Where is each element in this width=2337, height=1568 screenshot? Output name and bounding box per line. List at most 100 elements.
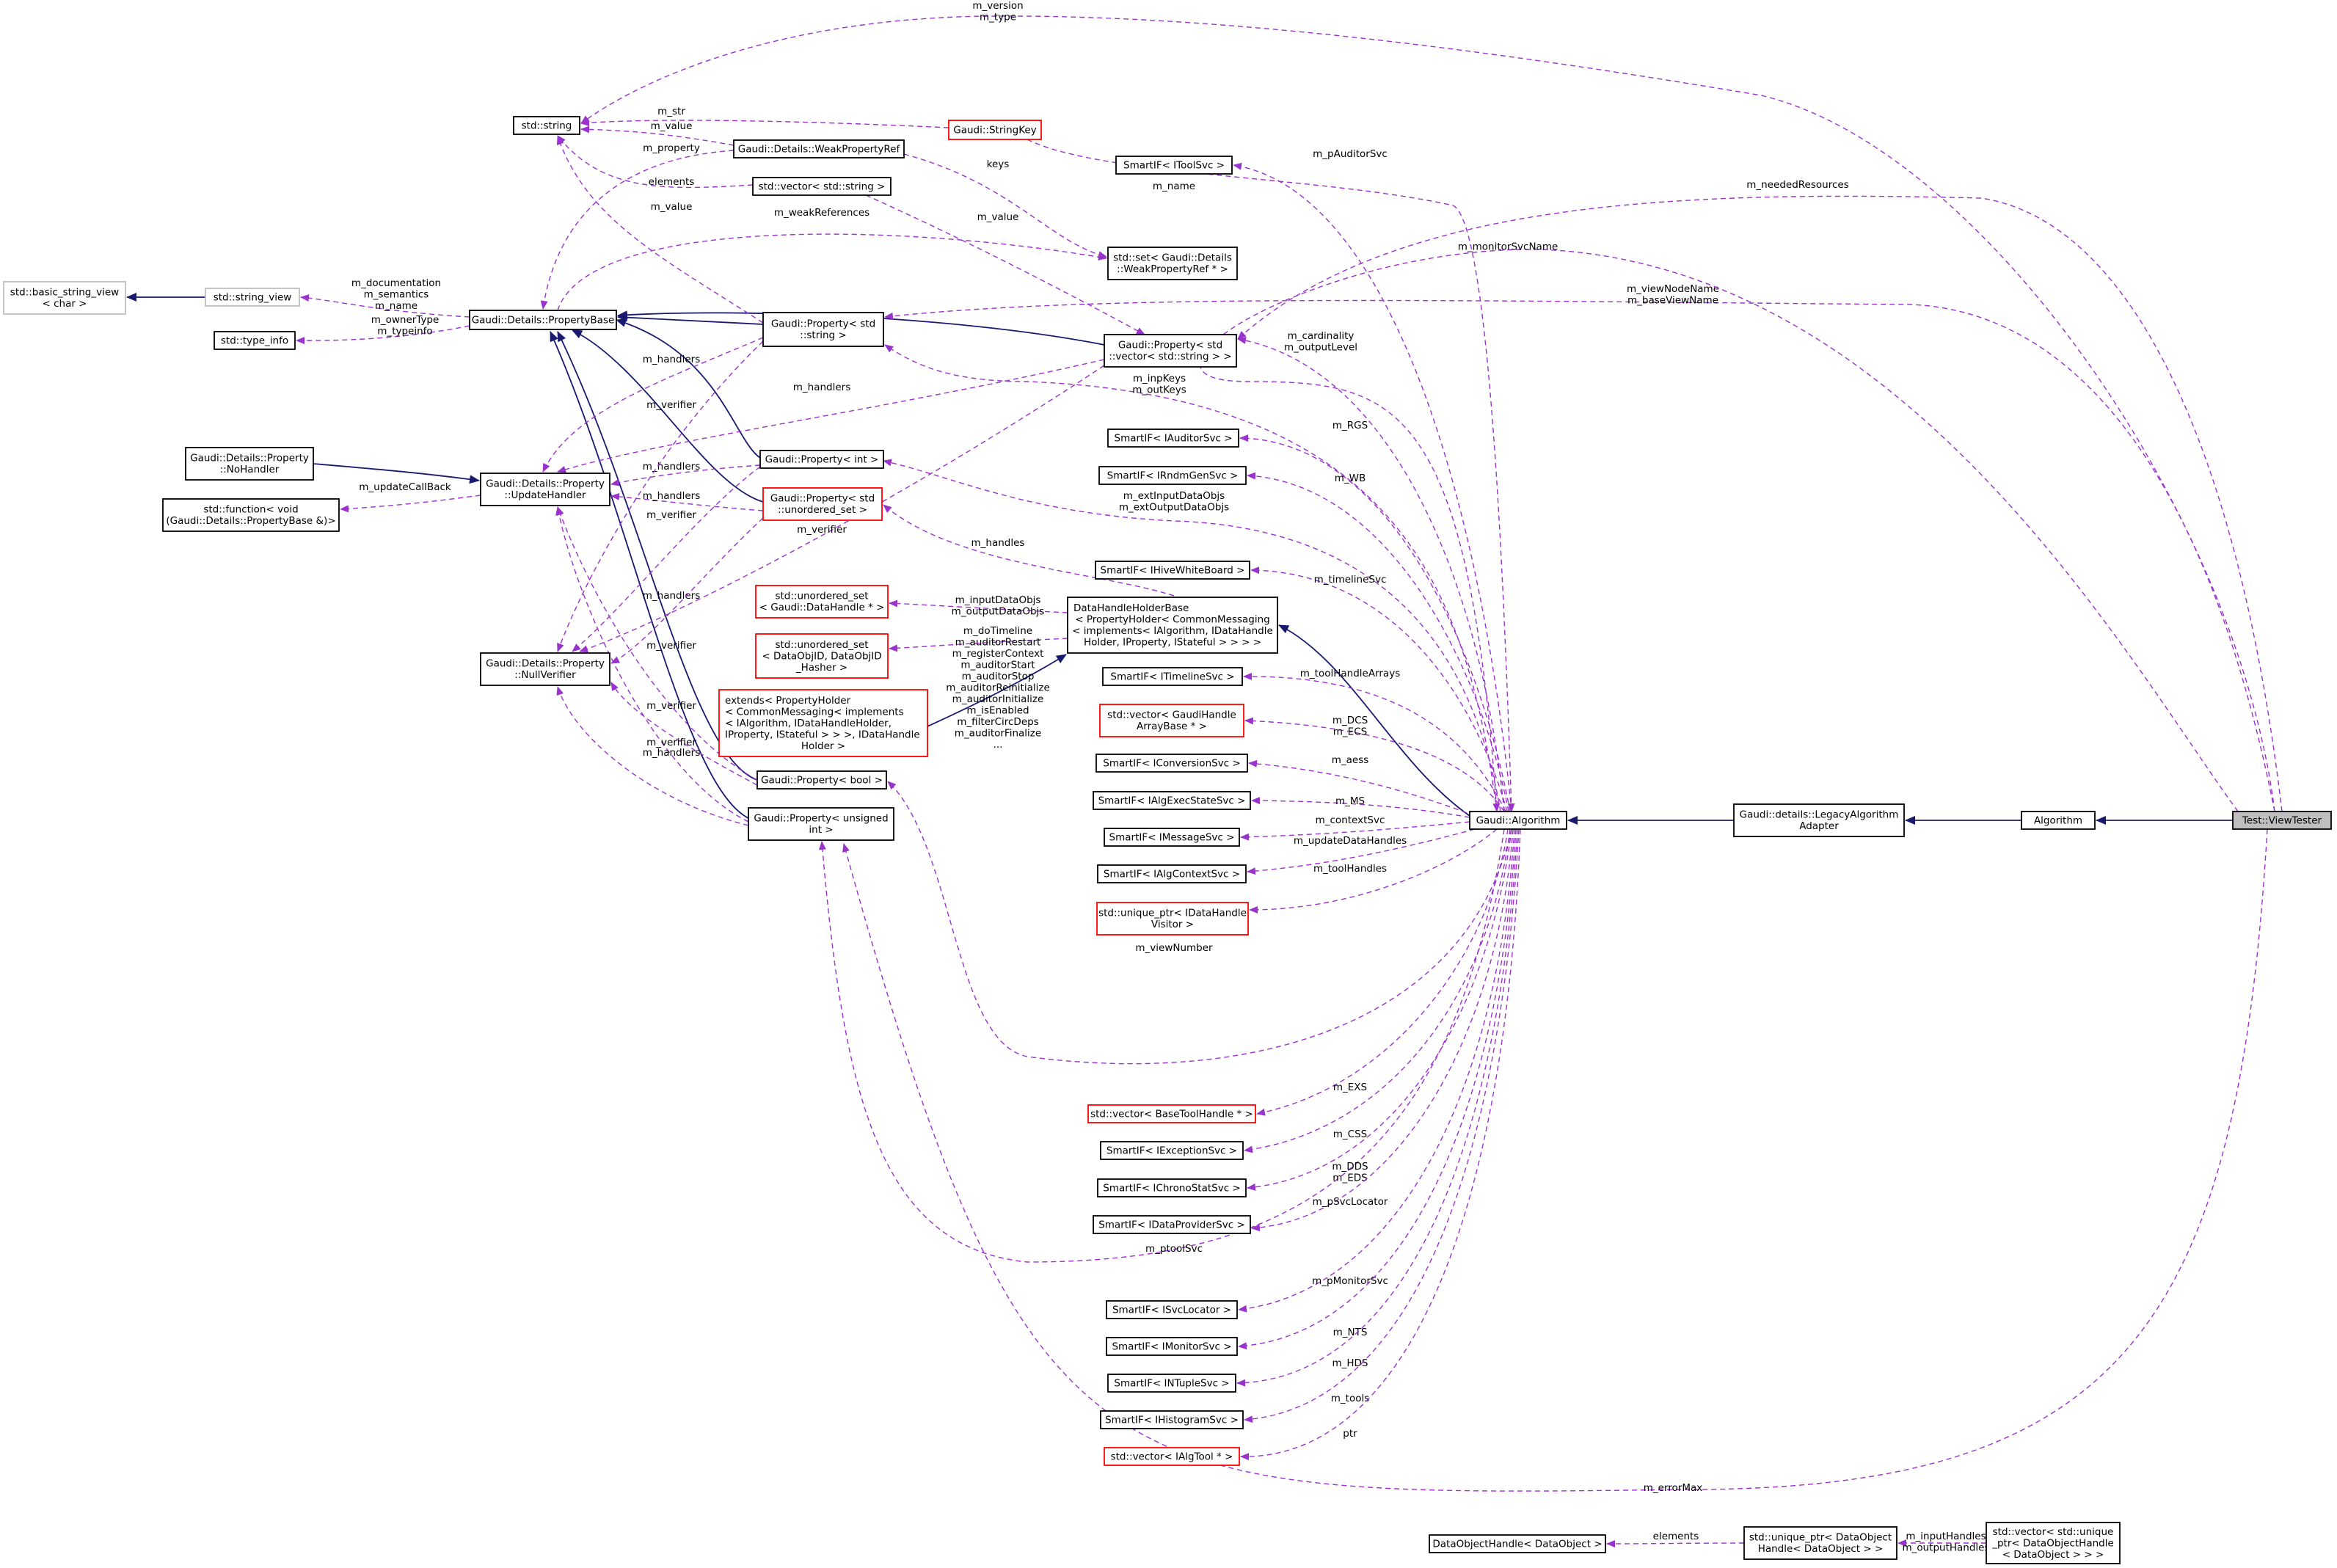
class-node-box[interactable] <box>205 288 300 307</box>
class-node-ialgcontextsvc[interactable]: SmartIF< IAlgContextSvc > <box>1097 864 1247 883</box>
class-node-itimelinesvc[interactable]: SmartIF< ITimelineSvc > <box>1102 667 1243 686</box>
class-node-box[interactable] <box>1115 156 1233 175</box>
class-node-box[interactable] <box>162 498 340 532</box>
class-node-box[interactable] <box>1106 1337 1238 1356</box>
class-node-box[interactable] <box>733 139 905 158</box>
class-node-nohandler[interactable]: Gaudi::Details::Property::NoHandler <box>185 447 314 481</box>
class-node-idataprovidersvc[interactable]: SmartIF< IDataProviderSvc > <box>1093 1215 1251 1234</box>
class-node-prop-int[interactable]: Gaudi::Property< int > <box>759 450 884 469</box>
class-node-box[interactable] <box>1067 597 1278 654</box>
class-node-box[interactable] <box>1469 811 1567 830</box>
class-node-extends[interactable]: extends< PropertyHolder< CommonMessaging… <box>718 689 928 757</box>
class-node-box[interactable] <box>1095 754 1248 773</box>
class-node-dataobjecthandle[interactable]: DataObjectHandle< DataObject > <box>1429 1534 1606 1553</box>
class-node-box[interactable] <box>1107 1374 1236 1393</box>
class-node-box[interactable] <box>755 633 889 679</box>
class-node-intuplesvc[interactable]: SmartIF< INTupleSvc > <box>1107 1374 1236 1393</box>
class-node-basic-sv[interactable]: std::basic_string_view< char > <box>3 281 126 315</box>
class-node-box[interactable] <box>214 331 296 350</box>
class-node-box[interactable] <box>1093 791 1251 810</box>
class-node-box[interactable] <box>948 120 1042 140</box>
class-node-ihistogramsvc[interactable]: SmartIF< IHistogramSvc > <box>1100 1410 1244 1429</box>
class-node-box[interactable] <box>1100 1141 1244 1160</box>
class-node-dhhb[interactable]: DataHandleHolderBase< PropertyHolder< Co… <box>1067 597 1278 654</box>
class-node-box[interactable] <box>752 177 892 196</box>
class-node-box[interactable] <box>762 487 883 521</box>
class-node-box[interactable] <box>1096 902 1249 936</box>
class-node-algorithm[interactable]: Algorithm <box>2021 811 2096 830</box>
class-node-box[interactable] <box>185 447 314 481</box>
class-node-box[interactable] <box>1429 1534 1606 1553</box>
class-node-prop-uset[interactable]: Gaudi::Property< std::unordered_set > <box>762 487 883 521</box>
class-node-box[interactable] <box>2021 811 2096 830</box>
class-node-prop-string[interactable]: Gaudi::Property< std::string > <box>762 312 884 347</box>
class-node-function[interactable]: std::function< void(Gaudi::Details::Prop… <box>162 498 340 532</box>
class-node-imonitorsvc[interactable]: SmartIF< IMonitorSvc > <box>1106 1337 1238 1356</box>
class-node-box[interactable] <box>755 585 889 619</box>
class-node-box[interactable] <box>469 310 617 330</box>
class-node-imessagesvc[interactable]: SmartIF< IMessageSvc > <box>1104 828 1240 847</box>
class-node-vec-ialgtool[interactable]: std::vector< IAlgTool * > <box>1104 1447 1240 1466</box>
class-node-box[interactable] <box>1106 1300 1238 1319</box>
class-node-vec-string[interactable]: std::vector< std::string > <box>752 177 892 196</box>
class-node-box[interactable] <box>1102 667 1243 686</box>
class-node-propbase[interactable]: Gaudi::Details::PropertyBase <box>469 310 617 330</box>
class-node-box[interactable] <box>2232 811 2332 830</box>
class-node-box[interactable] <box>762 312 884 347</box>
class-node-itoolsvc[interactable]: SmartIF< IToolSvc > <box>1115 156 1233 175</box>
class-node-type-info[interactable]: std::type_info <box>214 331 296 350</box>
class-node-ihivewb[interactable]: SmartIF< IHiveWhiteBoard > <box>1095 561 1250 580</box>
class-node-box[interactable] <box>1097 1178 1247 1197</box>
class-node-box[interactable] <box>3 281 126 315</box>
class-node-weakpropref[interactable]: Gaudi::Details::WeakPropertyRef <box>733 139 905 158</box>
class-node-stringkey[interactable]: Gaudi::StringKey <box>948 120 1042 140</box>
class-node-box[interactable] <box>1098 466 1247 485</box>
class-node-nullverifier[interactable]: Gaudi::Details::Property::NullVerifier <box>480 652 610 686</box>
class-node-box[interactable] <box>718 689 928 757</box>
class-node-box[interactable] <box>1100 1410 1244 1429</box>
class-node-updatehandler[interactable]: Gaudi::Details::Property::UpdateHandler <box>480 473 610 506</box>
class-node-box[interactable] <box>480 652 610 686</box>
class-node-box[interactable] <box>1107 429 1239 448</box>
class-node-vec-basetoolhandle[interactable]: std::vector< BaseToolHandle * > <box>1087 1104 1256 1123</box>
class-node-box[interactable] <box>748 807 894 841</box>
class-node-viewtester[interactable]: Test::ViewTester <box>2232 811 2332 830</box>
class-node-box[interactable] <box>1104 334 1237 368</box>
class-node-gaudi-algorithm[interactable]: Gaudi::Algorithm <box>1469 811 1567 830</box>
class-node-box[interactable] <box>1104 828 1240 847</box>
class-node-box[interactable] <box>1099 704 1244 737</box>
class-node-box[interactable] <box>1095 561 1250 580</box>
class-node-box[interactable] <box>1104 1447 1240 1466</box>
class-node-iconversionsvc[interactable]: SmartIF< IConversionSvc > <box>1095 754 1248 773</box>
class-node-prop-vecstring[interactable]: Gaudi::Property< std::vector< std::strin… <box>1104 334 1237 368</box>
class-node-box[interactable] <box>1093 1215 1251 1234</box>
class-node-box[interactable] <box>759 450 884 469</box>
class-node-box[interactable] <box>1087 1104 1256 1123</box>
class-node-box[interactable] <box>513 116 580 135</box>
class-node-irndmgensvc[interactable]: SmartIF< IRndmGenSvc > <box>1098 466 1247 485</box>
class-node-box[interactable] <box>756 770 887 790</box>
class-node-iexceptionsvc[interactable]: SmartIF< IExceptionSvc > <box>1100 1141 1244 1160</box>
class-node-ialgexecstate[interactable]: SmartIF< IAlgExecStateSvc > <box>1093 791 1251 810</box>
class-node-string-view[interactable]: std::string_view <box>205 288 300 307</box>
class-node-box[interactable] <box>480 473 610 506</box>
class-node-box[interactable] <box>1097 864 1247 883</box>
class-node-std-string[interactable]: std::string <box>513 116 580 135</box>
class-node-set-weakref[interactable]: std::set< Gaudi::Details::WeakPropertyRe… <box>1107 247 1238 280</box>
class-node-box[interactable] <box>1733 803 1905 837</box>
class-node-iauditorsvc[interactable]: SmartIF< IAuditorSvc > <box>1107 429 1239 448</box>
class-node-uset-datahandle[interactable]: std::unordered_set< Gaudi::DataHandle * … <box>755 585 889 619</box>
class-node-box[interactable] <box>1107 247 1238 280</box>
class-node-uset-dataobjid[interactable]: std::unordered_set< DataObjID, DataObjID… <box>755 633 889 679</box>
class-node-prop-bool[interactable]: Gaudi::Property< bool > <box>756 770 887 790</box>
class-node-vec-uptr-doh[interactable]: std::vector< std::unique_ptr< DataObject… <box>1986 1522 2121 1564</box>
class-node-box[interactable] <box>1743 1526 1897 1560</box>
class-node-ichronostatsvc[interactable]: SmartIF< IChronoStatSvc > <box>1097 1178 1247 1197</box>
class-node-box[interactable] <box>1986 1522 2121 1564</box>
class-node-isvclocator[interactable]: SmartIF< ISvcLocator > <box>1106 1300 1238 1319</box>
